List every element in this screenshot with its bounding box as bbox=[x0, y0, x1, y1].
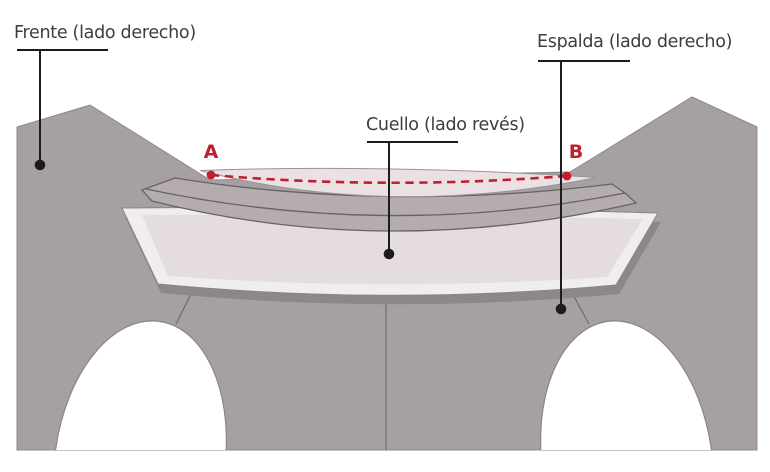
collar-callout: Cuello (lado revés) bbox=[366, 115, 525, 260]
collar-piece-inner bbox=[142, 214, 643, 285]
collar-leader-dot bbox=[383, 248, 395, 260]
front-leader-dot bbox=[34, 159, 46, 171]
seam-line-left bbox=[175, 289, 194, 325]
point-b-label: B bbox=[569, 141, 583, 163]
back-label: Espalda (lado derecho) bbox=[537, 32, 732, 52]
point-b-dot bbox=[562, 171, 572, 181]
armhole-right bbox=[540, 320, 714, 450]
front-label: Frente (lado derecho) bbox=[14, 23, 196, 43]
point-a-dot bbox=[206, 170, 216, 180]
armhole-group bbox=[53, 289, 714, 450]
front-callout: Frente (lado derecho) bbox=[14, 23, 196, 171]
point-a-label: A bbox=[204, 141, 219, 163]
seam-line-right bbox=[571, 292, 590, 325]
neckband-strip-divider bbox=[145, 188, 626, 217]
stitch-line-a-b bbox=[210, 173, 567, 185]
back-leader-dot bbox=[555, 303, 567, 315]
back-callout: Espalda (lado derecho) bbox=[537, 32, 732, 315]
armhole-left bbox=[53, 320, 227, 450]
collar-label: Cuello (lado revés) bbox=[366, 115, 525, 135]
